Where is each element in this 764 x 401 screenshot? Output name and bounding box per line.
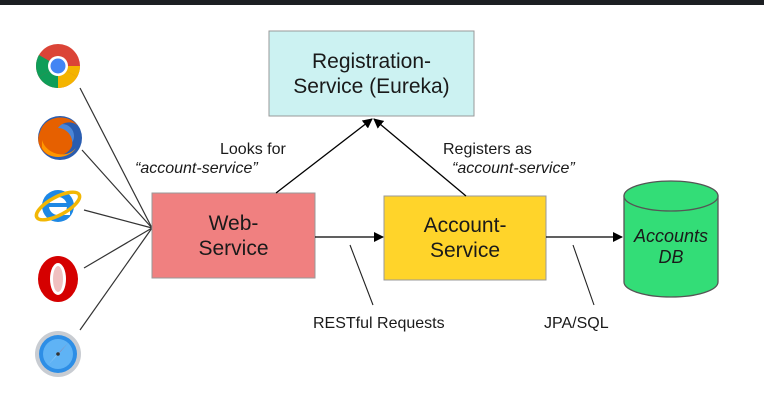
web-service-label: Web- Service xyxy=(152,193,315,278)
looks-for-label: Looks for xyxy=(220,141,286,158)
jpa-leader-line xyxy=(572,244,595,306)
chrome-icon xyxy=(36,44,80,88)
account-service-label: Account- Service xyxy=(384,196,546,280)
restful-requests-label: RESTful Requests xyxy=(313,315,445,332)
safari-icon xyxy=(35,331,81,377)
opera-icon xyxy=(38,256,78,302)
db-line2: DB xyxy=(658,247,684,267)
registration-service-box xyxy=(268,30,475,117)
account-line2: Service xyxy=(429,239,501,262)
registration-line2: Service (Eureka) xyxy=(293,74,450,98)
firefox-icon xyxy=(38,116,82,160)
registers-as-label: Registers as xyxy=(443,141,532,158)
top-border xyxy=(0,0,764,5)
accounts-db-label: Accounts DB xyxy=(624,226,718,268)
browser-connectors xyxy=(79,87,153,331)
jpa-sql-label: JPA/SQL xyxy=(544,315,609,332)
arrow-account-to-registration xyxy=(373,118,467,197)
web-line1: Web- xyxy=(208,211,259,235)
db-line1: Accounts xyxy=(633,226,709,246)
accounts-db-cylinder xyxy=(623,180,719,298)
account-service-box xyxy=(383,195,547,281)
looks-for-service-label: “account-service” xyxy=(135,160,258,177)
web-service-box xyxy=(151,192,316,279)
account-line1: Account- xyxy=(423,214,507,237)
internet-explorer-icon xyxy=(34,190,82,222)
arrow-web-to-registration xyxy=(275,118,373,194)
web-line2: Service xyxy=(198,236,269,260)
registration-line1: Registration- xyxy=(311,49,432,73)
restful-leader-line xyxy=(349,244,374,306)
registers-as-service-label: “account-service” xyxy=(452,160,575,177)
registration-service-label: Registration- Service (Eureka) xyxy=(269,31,474,116)
